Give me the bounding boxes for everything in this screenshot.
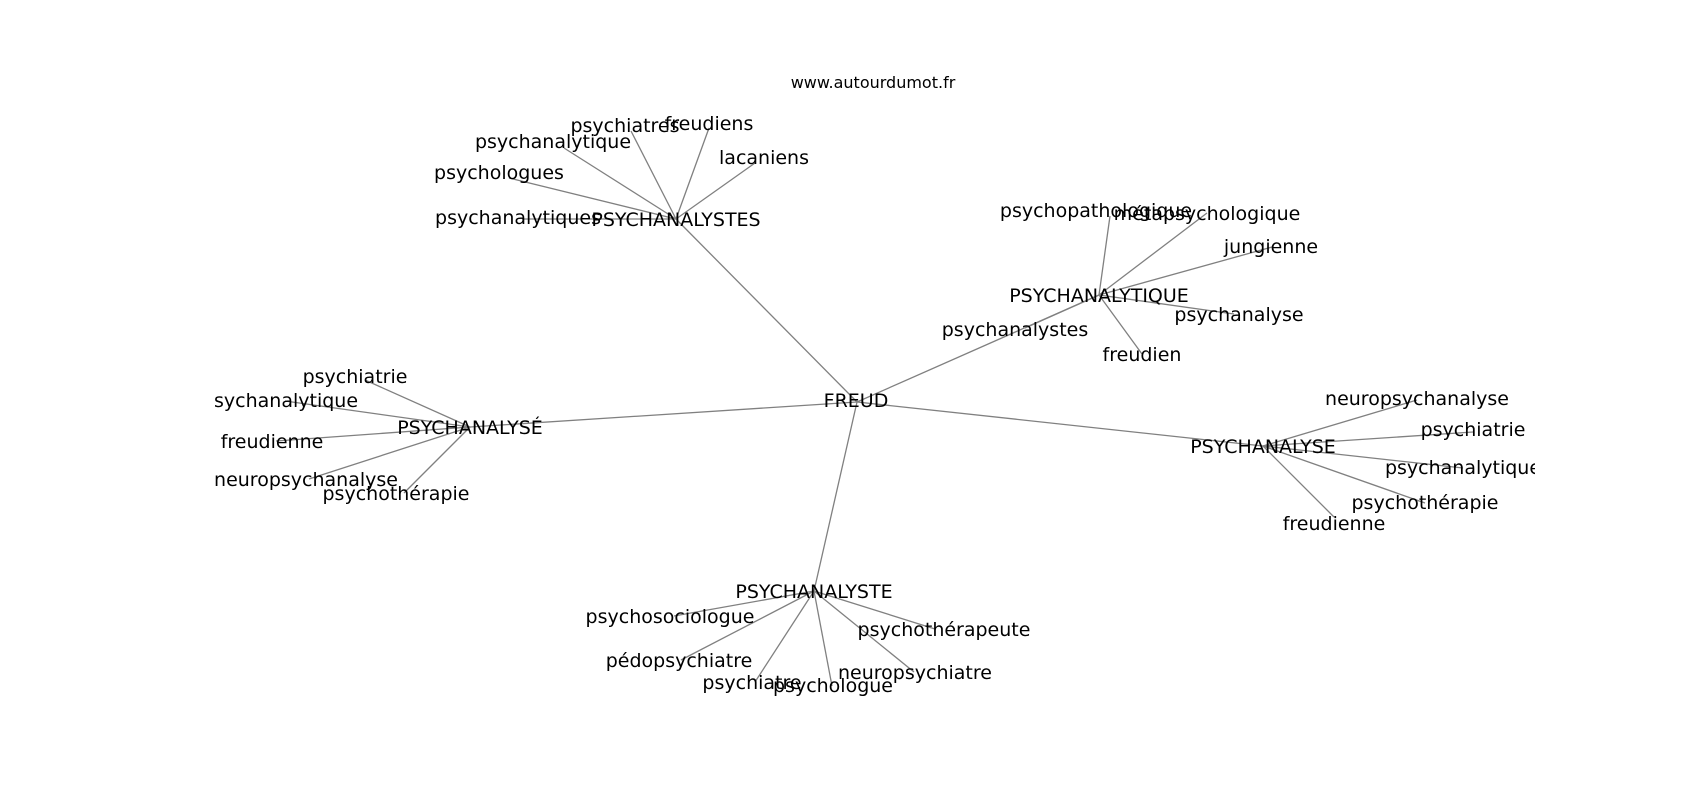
hub-leaf-edge [813, 590, 833, 687]
leaf-node-label: psychiatres [570, 115, 679, 137]
hub-leaf-edge [1098, 246, 1273, 296]
center-node-label: FREUD [824, 390, 889, 412]
leaf-node-label: psychanalytique [475, 131, 631, 153]
leaf-node-label: psychologues [434, 162, 564, 184]
leaf-node-label: psychothérapeute [858, 619, 1031, 641]
leaf-node-label: psychologue [773, 675, 893, 697]
graph-edges [275, 127, 1474, 687]
leaf-node-label: psychanalytique [1385, 457, 1541, 479]
hub-leaf-edge [1098, 294, 1235, 315]
center-hub-edge [813, 401, 858, 592]
leaf-node-label: psychiatrie [1421, 419, 1526, 441]
hub-node-label: PSYCHANALYSÉ [397, 416, 543, 439]
leaf-node-label: freudienne [1283, 513, 1386, 535]
hub-node-label: PSYCHANALYSTES [591, 209, 760, 231]
hub-leaf-edge [813, 590, 936, 630]
hub-leaf-edge [1262, 399, 1418, 447]
leaf-node-label: psychothérapie [323, 483, 470, 505]
leaf-node-label: freudiens [665, 113, 754, 135]
leaf-node-label: lacaniens [719, 147, 809, 169]
hub-leaf-edge [1262, 445, 1426, 504]
leaf-node-label: métapsychologique [1114, 203, 1301, 225]
hub-leaf-edge [1098, 215, 1111, 296]
center-hub-edge [469, 401, 858, 428]
hub-leaf-edge [673, 590, 815, 617]
leaf-node-label: jungienne [1223, 236, 1318, 258]
hub-node-label: PSYCHANALYSE [1190, 436, 1336, 458]
hub-leaf-edge [675, 127, 710, 220]
hub-leaf-edge [563, 147, 677, 220]
leaf-node-label: psychiatre [702, 672, 801, 694]
hub-leaf-edge [630, 130, 677, 220]
hub-leaf-edge [1098, 212, 1208, 296]
hub-leaf-edge [364, 379, 471, 428]
hub-leaf-edge [284, 400, 471, 428]
hub-leaf-edge [1098, 294, 1143, 355]
leaf-node-label: pédopsychiatre [606, 650, 753, 672]
hub-leaf-edge [1262, 445, 1464, 469]
hub-leaf-edge [403, 426, 471, 494]
hub-leaf-edge [508, 177, 677, 220]
leaf-node-label: psychosociologue [586, 606, 755, 628]
leaf-node-label: psychanalyse [1174, 304, 1303, 326]
leaf-node-label: psychanalystes [942, 319, 1088, 341]
site-url: www.autourdumot.fr [791, 73, 956, 92]
hub-leaf-edge [1024, 294, 1100, 329]
leaf-node-label: psychopathologique [1000, 200, 1192, 222]
leaf-node-label: freudienne [221, 431, 324, 453]
hub-leaf-edge [680, 590, 815, 661]
leaf-node-label: neuropsychanalyse [214, 469, 398, 491]
leaf-node-label: psychiatrie [303, 366, 408, 388]
leaf-node-label: neuropsychiatre [838, 662, 992, 684]
leaf-node-label: psychothérapie [1352, 492, 1499, 514]
leaf-node-label: neuropsychanalyse [1325, 388, 1509, 410]
leaf-node-label: psychanalytique [202, 390, 358, 412]
hub-leaf-edge [1262, 431, 1474, 447]
center-hub-edge [675, 218, 858, 403]
hub-leaf-edge [754, 590, 815, 683]
hub-leaf-edge [1262, 445, 1335, 518]
leaf-node-label: freudien [1103, 344, 1182, 366]
hub-leaf-edge [675, 162, 756, 220]
hub-node-label: PSYCHANALYTIQUE [1009, 285, 1189, 307]
hub-node-label: PSYCHANALYSTE [735, 581, 892, 603]
leaf-node-label: psychanalytiques [435, 207, 601, 229]
hub-leaf-edge [308, 426, 471, 480]
center-hub-edge [856, 401, 1264, 447]
hub-leaf-edge [813, 590, 915, 673]
hub-leaf-edge [275, 426, 471, 442]
